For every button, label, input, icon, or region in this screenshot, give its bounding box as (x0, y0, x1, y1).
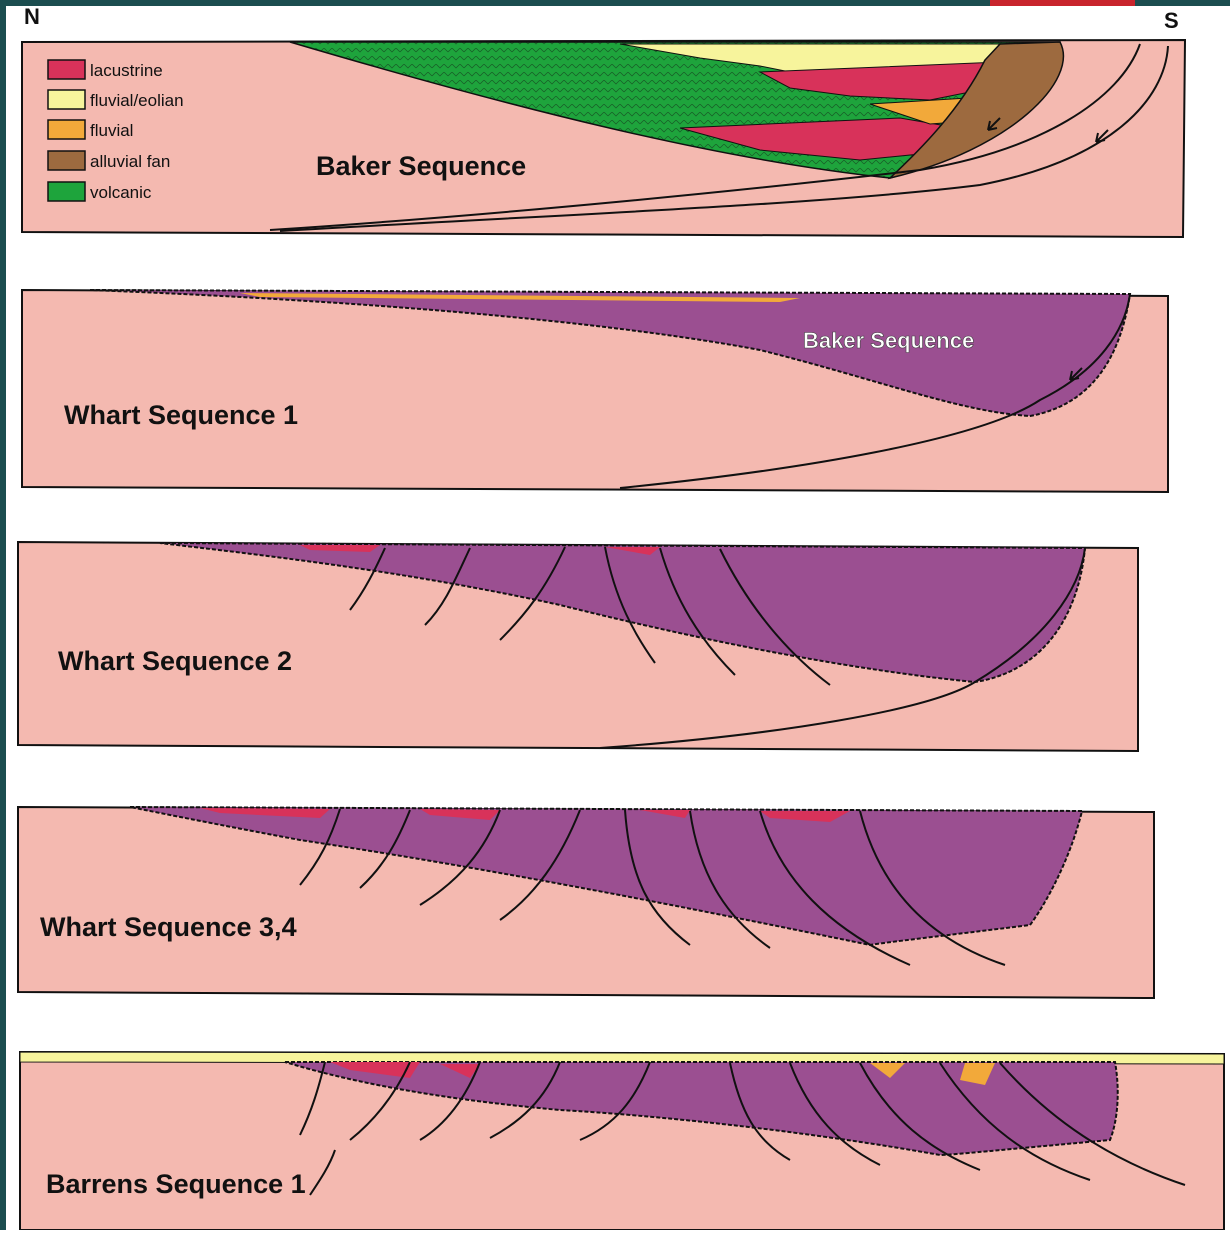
legend-label-alluvial-fan: alluvial fan (90, 152, 170, 171)
panel-whart-sequence-2: Whart Sequence 2 (18, 542, 1138, 751)
panel-barrens-sequence-1: Barrens Sequence 1 (20, 1052, 1224, 1230)
legend-swatch-alluvial-fan (48, 151, 85, 170)
legend-swatch-lacustrine (48, 60, 85, 79)
north-label: N (24, 4, 40, 29)
legend-swatch-fluvial (48, 120, 85, 139)
top-accent-bar (990, 0, 1135, 6)
legend-swatch-volcanic (48, 182, 85, 201)
panel-2-title: Whart Sequence 1 (64, 400, 298, 430)
legend-label-volcanic: volcanic (90, 183, 152, 202)
panel-baker-sequence: Baker Sequence (22, 40, 1185, 237)
south-label: S (1164, 8, 1179, 33)
legend-swatch-fluvial-eolian (48, 90, 85, 109)
panel-whart-sequence-3-4: Whart Sequence 3,4 (18, 807, 1154, 998)
panel-2-inner-label: Baker Sequence (803, 328, 974, 353)
panel-1-title: Baker Sequence (316, 151, 526, 181)
panel-4-title: Whart Sequence 3,4 (40, 912, 297, 942)
left-frame-strip (0, 0, 6, 1230)
legend-label-fluvial: fluvial (90, 121, 133, 140)
panel-5-title: Barrens Sequence 1 (46, 1169, 306, 1199)
legend-label-fluvial-eolian: fluvial/eolian (90, 91, 184, 110)
panel-3-title: Whart Sequence 2 (58, 646, 292, 676)
panel-whart-sequence-1: Baker Sequence Whart Sequence 1 (22, 290, 1168, 492)
legend-label-lacustrine: lacustrine (90, 61, 163, 80)
